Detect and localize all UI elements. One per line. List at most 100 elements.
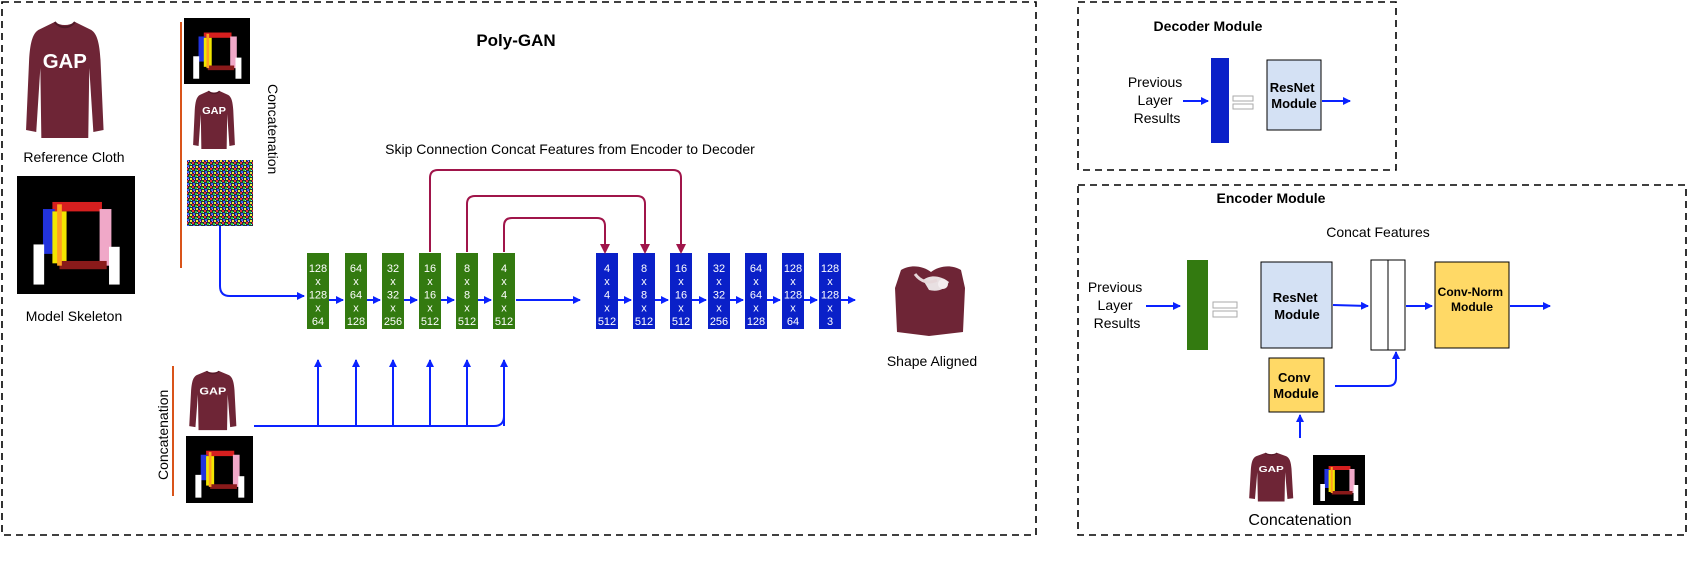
encoder-block-1-line-4: 128 xyxy=(347,316,365,328)
concat-bottom-skeleton xyxy=(186,436,253,503)
concat-top-shirt xyxy=(192,90,236,150)
conv-module-label: Conv Module xyxy=(1273,370,1319,401)
encoder-block-0-line-3: x xyxy=(315,303,321,315)
resnet-to-concat-arrow xyxy=(1332,301,1369,310)
encoder-concat-shirt xyxy=(1248,452,1294,503)
decoder-block-5-line-2: 128 xyxy=(784,289,802,301)
decoder-blocks: 4x4x5128x8x51216x16x51232x32x25664x64x12… xyxy=(596,253,841,329)
encoder-block-2-line-1: x xyxy=(390,276,396,288)
skip-connection-8 xyxy=(466,195,650,254)
decoder-block-3-line-2: 32 xyxy=(713,289,725,301)
encoder-block-5-line-3: x xyxy=(501,303,507,315)
decoder-block-4-line-2: 64 xyxy=(750,289,762,301)
encoder-block-0-line-0: 128 xyxy=(309,263,327,275)
conv-module-box xyxy=(1268,357,1325,413)
encoder-module-panel xyxy=(1077,184,1687,536)
decoder-block-2-line-4: 512 xyxy=(672,316,690,328)
shape-aligned-label: Shape Aligned xyxy=(887,353,977,369)
equals-icon xyxy=(1232,95,1254,110)
encoder-block-0-line-1: x xyxy=(315,276,321,288)
decoder-block-5-line-3: x xyxy=(790,303,796,315)
encoder-block-1-line-0: 64 xyxy=(350,263,362,275)
encoder-block-0-line-2: 128 xyxy=(309,289,327,301)
decoder-resnet-label: ResNet Module xyxy=(1270,80,1318,111)
encoder-block-4-line-2: 8 xyxy=(464,289,470,301)
decoder-block-2-line-3: x xyxy=(678,303,684,315)
concat-features-label: Concat Features xyxy=(1326,224,1430,240)
encoder-block-3-line-1: x xyxy=(427,276,433,288)
concat-top-label: Concatenation xyxy=(265,84,281,174)
decoder-block-6-line-1: x xyxy=(827,276,833,288)
decoder-block-0-line-0: 4 xyxy=(604,263,610,275)
encoder-block-3-line-2: 16 xyxy=(424,289,436,301)
encoder-block-5-line-0: 4 xyxy=(501,263,507,275)
decoder-block-2-line-1: x xyxy=(678,276,684,288)
decoder-block-6-line-0: 128 xyxy=(821,263,839,275)
decoder-block-6-line-4: 3 xyxy=(827,316,833,328)
encoder-block-4-line-1: x xyxy=(464,276,470,288)
decoder-block-1-line-1: x xyxy=(641,276,647,288)
encoder-block-2-line-2: 32 xyxy=(387,289,399,301)
decoder-block-0-line-2: 4 xyxy=(604,289,610,301)
reference-cloth-image xyxy=(25,20,105,140)
decoder-block-3-line-3: x xyxy=(716,303,722,315)
decoder-block-5-line-4: 64 xyxy=(787,316,799,328)
encoder-block-2-line-4: 256 xyxy=(384,316,402,328)
encoder-block-3-line-3: x xyxy=(427,303,433,315)
encoder-block-4-line-4: 512 xyxy=(458,316,476,328)
decoder-block-1-line-3: x xyxy=(641,303,647,315)
decoder-block-1-line-0: 8 xyxy=(641,263,647,275)
encoder-block-5-line-1: x xyxy=(501,276,507,288)
noise-to-encoder-arrow xyxy=(219,226,305,300)
model-skeleton-image xyxy=(17,176,135,294)
condition-bus-arrows xyxy=(314,359,508,426)
model-skeleton-label: Model Skeleton xyxy=(26,308,123,324)
concat-bottom-shirt xyxy=(188,370,237,431)
encoder-module-title: Encoder Module xyxy=(1217,190,1326,206)
concat-features-block xyxy=(1370,259,1406,351)
encoder-blocks: 128x128x6464x64x12832x32x25616x16x5128x8… xyxy=(307,253,515,329)
encoder-block-3-line-4: 512 xyxy=(421,316,439,328)
encoder-block-1-line-3: x xyxy=(353,303,359,315)
decoder-block-5-line-0: 128 xyxy=(784,263,802,275)
convnorm-label: Conv-Norm Module xyxy=(1438,285,1507,314)
noise-icon xyxy=(187,160,253,226)
encoder-block-4-line-3: x xyxy=(464,303,470,315)
encoder-block-3-line-0: 16 xyxy=(424,263,436,275)
encoder-block-4-line-0: 8 xyxy=(464,263,470,275)
decoder-block-6-line-3: x xyxy=(827,303,833,315)
decoder-block-4-line-3: x xyxy=(753,303,759,315)
encoder-input-label: Previous Layer Results xyxy=(1088,279,1146,331)
decoder-block-4-line-0: 64 xyxy=(750,263,762,275)
decoder-block-2-line-2: 16 xyxy=(675,289,687,301)
skip-connection-4 xyxy=(503,217,610,254)
decoder-block-2-line-0: 16 xyxy=(675,263,687,275)
conv-to-concat-arrow xyxy=(1335,351,1400,387)
poly-gan-panel xyxy=(1,1,1037,536)
decoder-block-0-line-1: x xyxy=(604,276,610,288)
decoder-block-0-line-3: x xyxy=(604,303,610,315)
decoder-block-5-line-1: x xyxy=(790,276,796,288)
skip-connection-16 xyxy=(429,169,686,254)
decoder-block-1-line-2: 8 xyxy=(641,289,647,301)
concat-top-skeleton xyxy=(184,18,250,84)
equals-icon xyxy=(1212,301,1238,318)
encoder-block-0-line-4: 64 xyxy=(312,316,324,328)
encoder-feature-bar xyxy=(1187,260,1208,350)
decoder-feature-bar xyxy=(1211,58,1229,143)
encoder-concat-skeleton xyxy=(1313,455,1365,505)
decoder-block-6-line-2: 128 xyxy=(821,289,839,301)
decoder-block-4-line-4: 128 xyxy=(747,316,765,328)
